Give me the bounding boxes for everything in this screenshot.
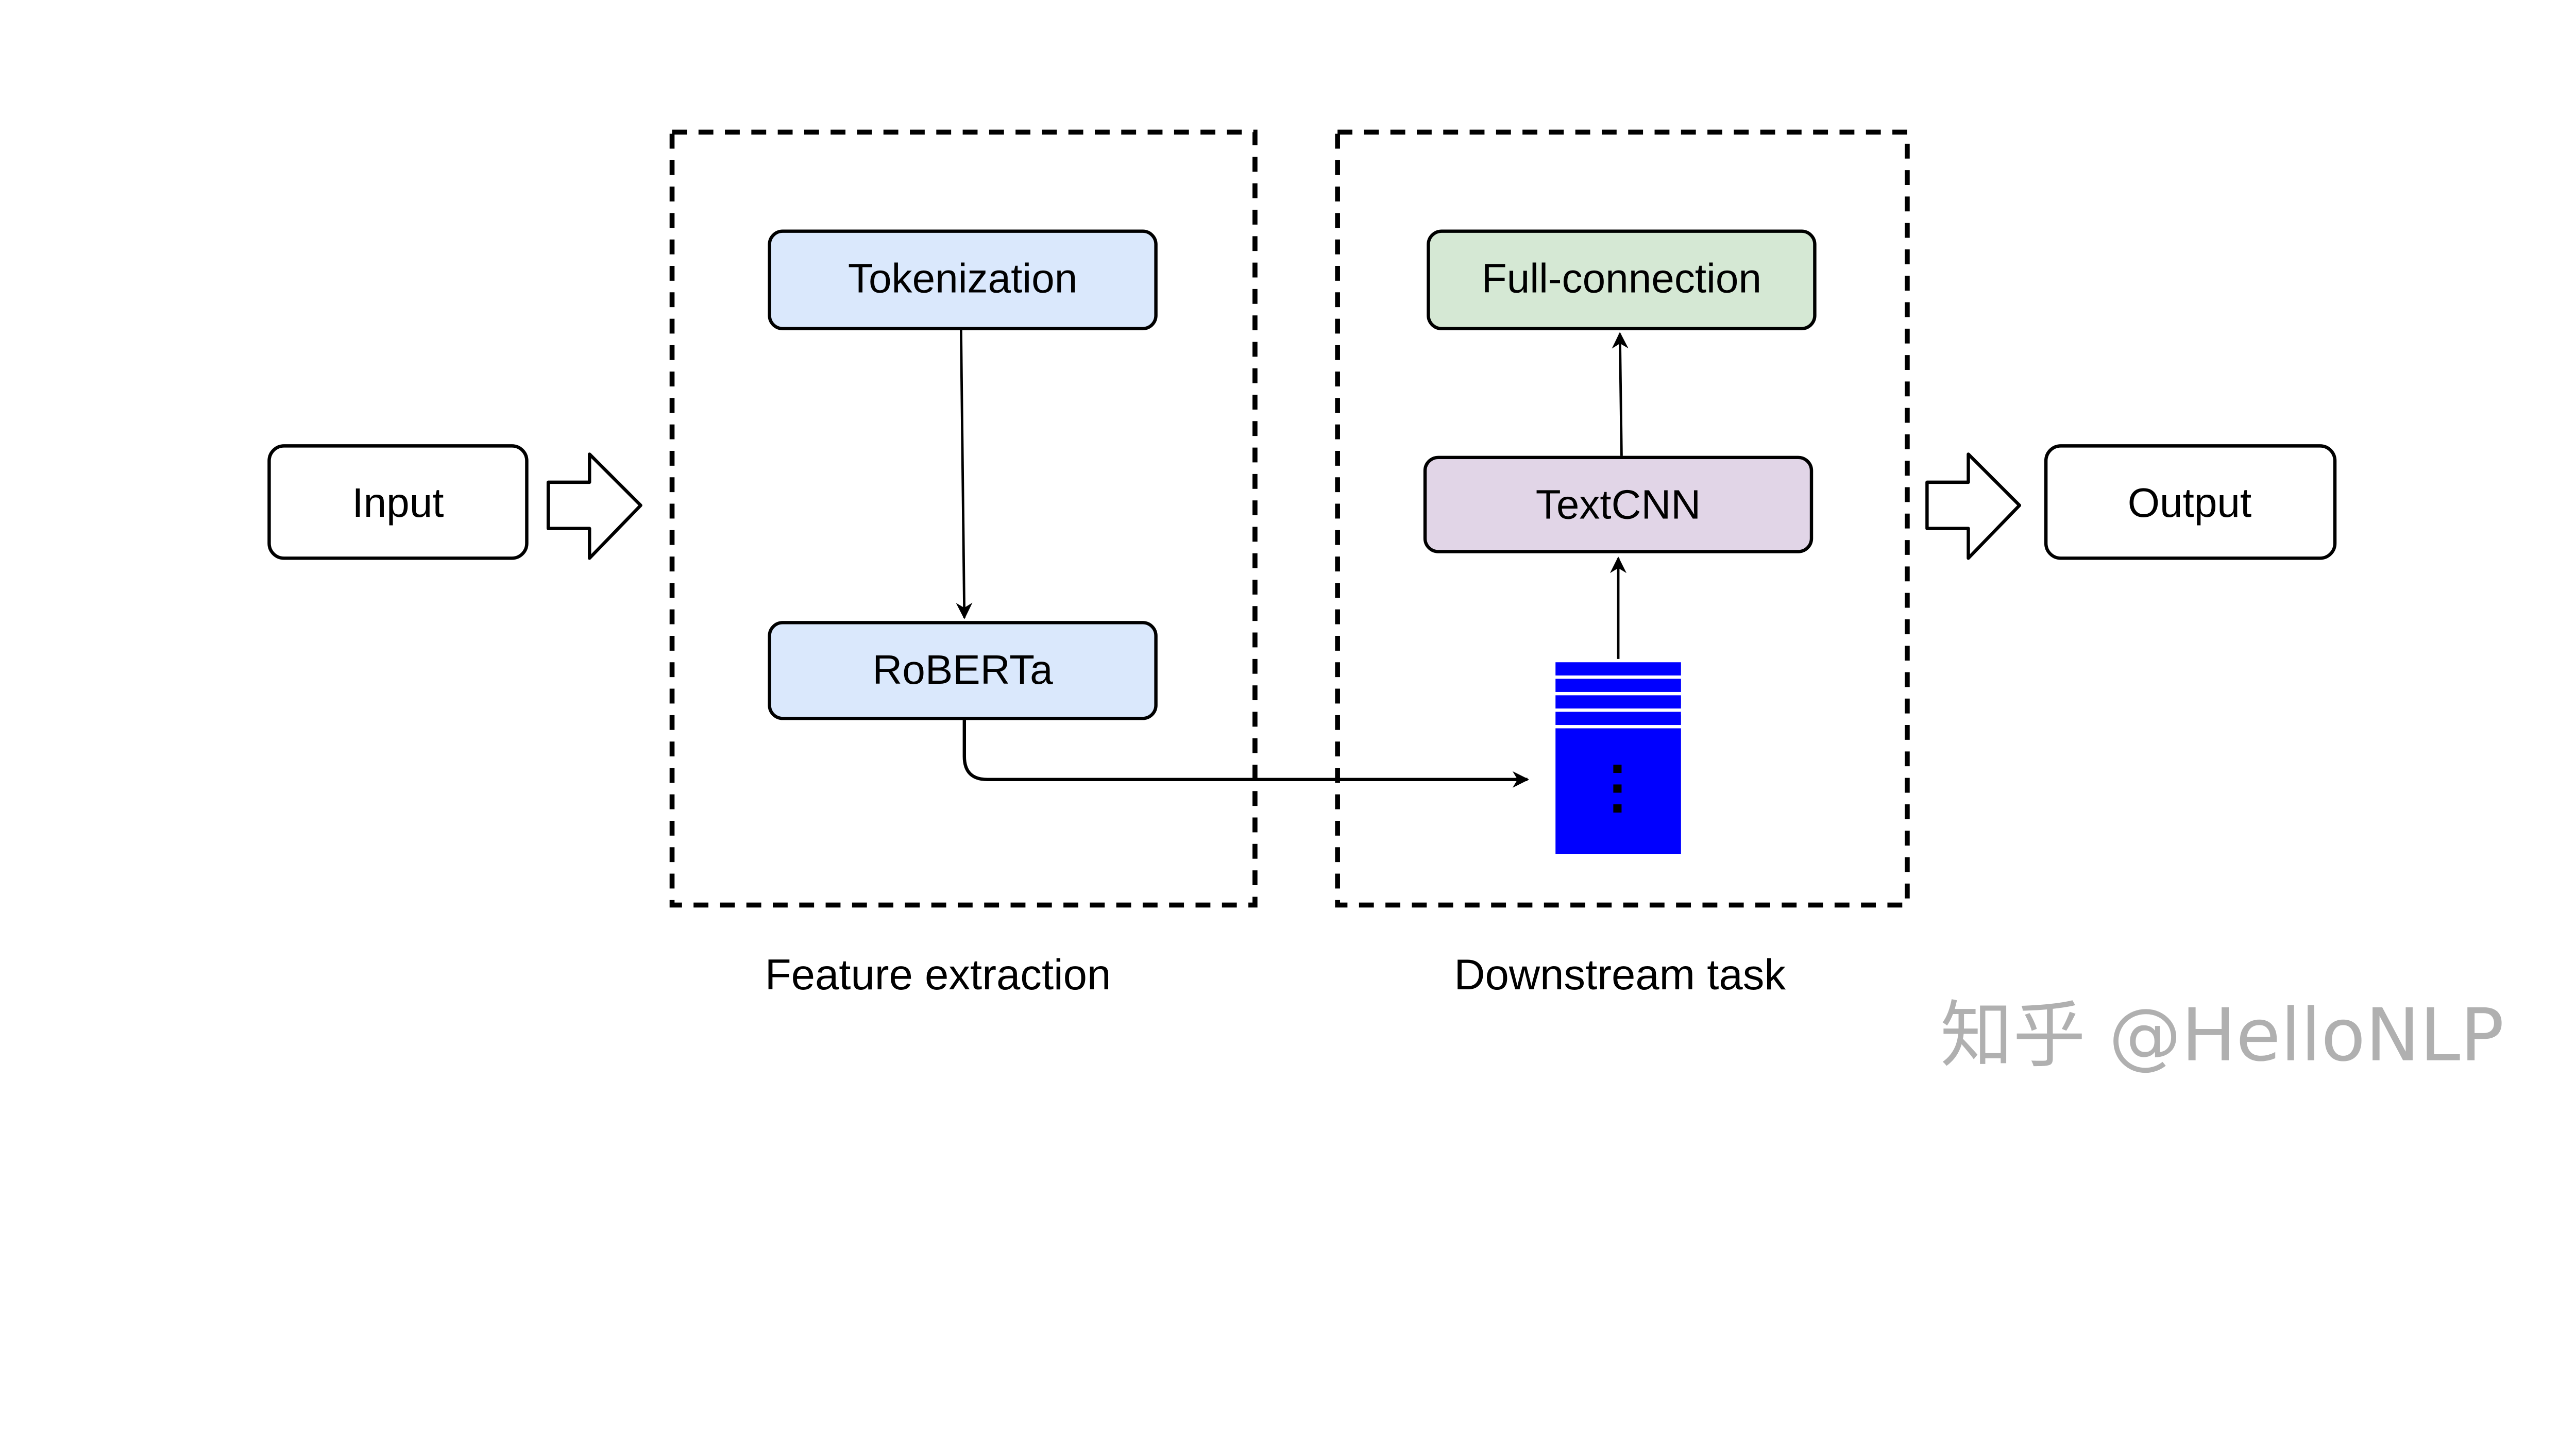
roberta-to-vector-arrow bbox=[962, 720, 1529, 788]
feature-extraction-group bbox=[669, 129, 1258, 908]
roberta-node: RoBERTa bbox=[768, 621, 1158, 720]
diagram-canvas: Input Tokenization RoBERTa TextCNN Full-… bbox=[267, 129, 2504, 1078]
output-node: Output bbox=[2044, 444, 2337, 560]
input-node: Input bbox=[267, 444, 529, 560]
feature-extraction-caption: Feature extraction bbox=[765, 951, 1111, 999]
roberta-label: RoBERTa bbox=[872, 646, 1053, 693]
watermark: 知乎 @HelloNLP bbox=[1940, 993, 2504, 1078]
tokenization-to-roberta-arrow bbox=[956, 330, 973, 619]
textcnn-node: TextCNN bbox=[1423, 455, 1814, 553]
feature-vector-icon bbox=[1555, 662, 1681, 854]
textcnn-label: TextCNN bbox=[1536, 481, 1701, 527]
tokenization-node: Tokenization bbox=[768, 229, 1158, 331]
full-connection-node: Full-connection bbox=[1427, 229, 1817, 331]
textcnn-to-full-connection-arrow bbox=[1612, 332, 1629, 456]
tokenization-label: Tokenization bbox=[848, 255, 1077, 301]
output-label: Output bbox=[2128, 479, 2252, 526]
downstream-task-group bbox=[1335, 129, 1910, 908]
downstream-task-caption: Downstream task bbox=[1454, 951, 1786, 999]
input-label: Input bbox=[352, 479, 444, 526]
hollow-arrow-icon bbox=[1925, 452, 2022, 560]
full-connection-label: Full-connection bbox=[1482, 255, 1761, 301]
hollow-arrow-icon bbox=[546, 452, 642, 560]
